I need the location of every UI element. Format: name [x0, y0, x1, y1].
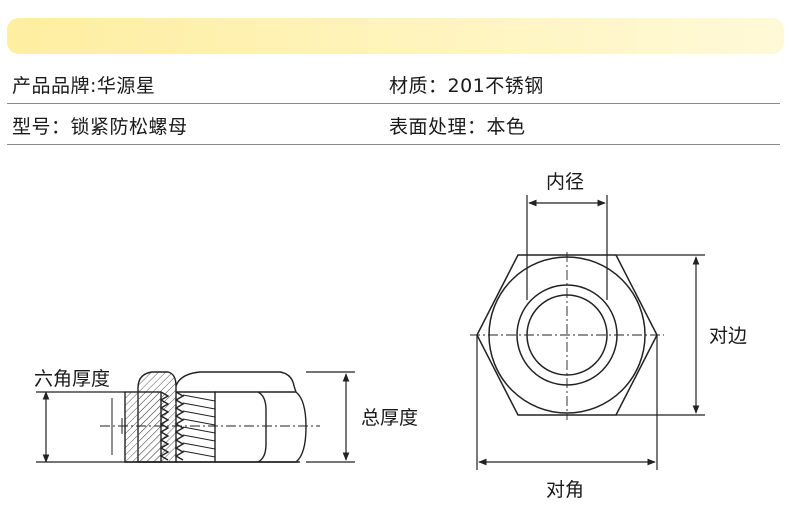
finish-spec: 表面处理：本色 [389, 116, 526, 138]
brand-spec: 产品品牌:华源星 [12, 75, 156, 97]
total-thickness-label: 总厚度 [361, 407, 419, 429]
material-spec: 材质：201不锈钢 [389, 75, 544, 97]
hex-thickness-label: 六角厚度 [34, 368, 111, 390]
side-dimensions [36, 371, 355, 463]
front-view [470, 252, 664, 420]
side-view [100, 371, 320, 463]
spec-row-1: 产品品牌:华源星 材质：201不锈钢 [7, 63, 780, 104]
header-banner [7, 18, 784, 54]
across-corners-label: 对角 [546, 479, 585, 501]
across-flats-label: 对边 [709, 325, 748, 347]
front-dimensions [476, 195, 705, 470]
inner-diameter-label: 内径 [546, 171, 585, 193]
spec-row-2: 型号：锁紧防松螺母 表面处理：本色 [7, 104, 780, 145]
model-spec: 型号：锁紧防松螺母 [12, 116, 188, 138]
